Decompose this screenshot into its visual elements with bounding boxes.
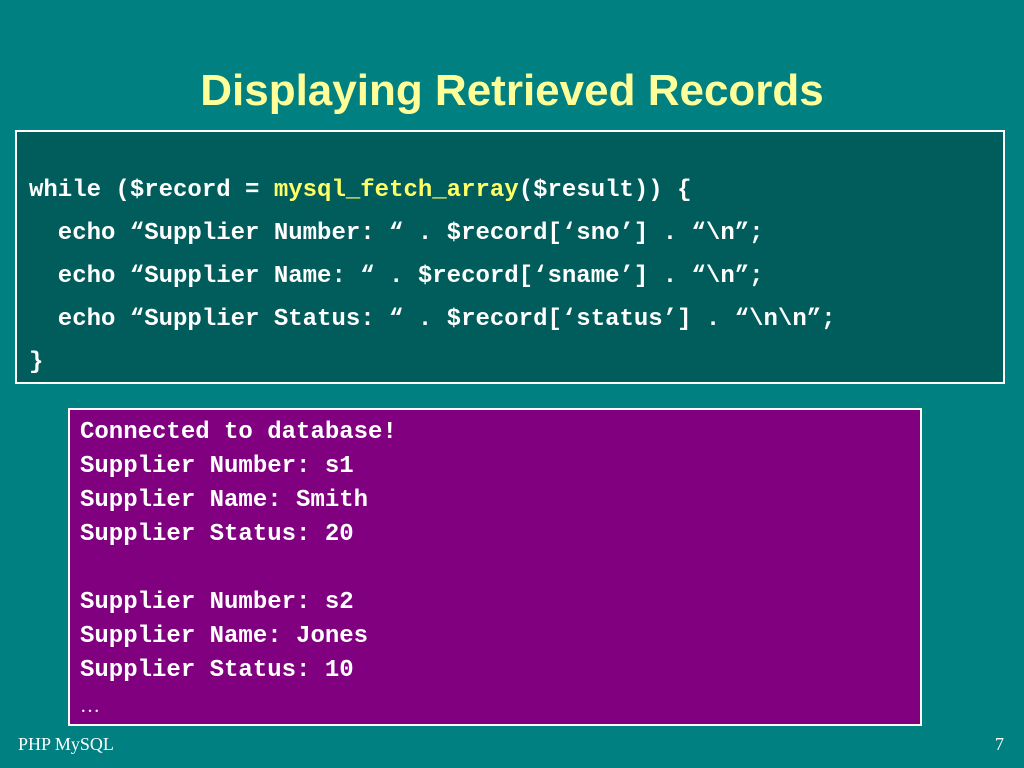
- output-line: Supplier Status: 20: [80, 521, 354, 548]
- code-block: while ($record = mysql_fetch_array($resu…: [15, 130, 1005, 384]
- footer-label: PHP MySQL: [18, 734, 114, 754]
- output-line: Supplier Name: Jones: [80, 623, 369, 650]
- code-line-closing-brace: }: [29, 349, 44, 376]
- code-function-name: mysql_fetch_array: [273, 177, 519, 204]
- output-line: Supplier Name: Smith: [80, 487, 369, 514]
- output-line: Connected to database!: [80, 419, 397, 446]
- code-line-echo-name: echo “Supplier Name: “ . $record[‘sname’…: [29, 263, 764, 290]
- output-block: Connected to database! Supplier Number: …: [68, 408, 922, 726]
- output-line: Supplier Number: s2: [80, 589, 354, 616]
- code-line-while: while ($record = mysql_fetch_array($resu…: [29, 176, 692, 206]
- output-ellipsis: …: [80, 695, 100, 717]
- slide-title: Displaying Retrieved Records: [200, 66, 824, 115]
- slide-number: 7: [995, 734, 1004, 754]
- output-line: Supplier Status: 10: [80, 657, 354, 684]
- code-text: while ($record =: [29, 177, 274, 204]
- code-line-echo-status: echo “Supplier Status: “ . $record[‘stat…: [29, 306, 836, 333]
- code-text: ($result)) {: [518, 177, 692, 204]
- code-line-echo-number: echo “Supplier Number: “ . $record[‘sno’…: [29, 220, 764, 247]
- output-line: Supplier Number: s1: [80, 453, 354, 480]
